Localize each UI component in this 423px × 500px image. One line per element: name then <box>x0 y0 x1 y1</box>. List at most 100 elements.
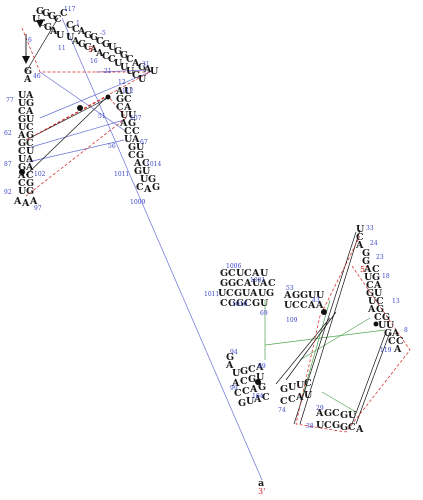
svg-text:G: G <box>26 98 34 109</box>
svg-text:G: G <box>42 8 50 19</box>
svg-text:G: G <box>220 278 228 289</box>
svg-text:G: G <box>36 6 44 17</box>
svg-text:C: C <box>84 42 92 53</box>
svg-text:G: G <box>376 304 384 315</box>
junction-dot <box>77 105 83 111</box>
black-link-line <box>351 331 387 425</box>
position-number: 99 <box>230 385 238 392</box>
svg-text:C: C <box>228 268 236 279</box>
five-prime-label: 5' <box>88 45 95 54</box>
svg-text:G: G <box>18 162 26 173</box>
svg-text:A: A <box>243 278 252 289</box>
svg-text:C: C <box>116 102 124 113</box>
svg-text:A: A <box>391 328 400 339</box>
svg-text:C: C <box>18 146 26 157</box>
svg-text:U: U <box>150 66 159 77</box>
svg-text:A: A <box>355 240 364 251</box>
svg-text:A: A <box>89 44 98 55</box>
svg-text:G: G <box>116 94 124 105</box>
black-link-line <box>355 331 391 425</box>
junction-dot <box>19 169 25 175</box>
svg-text:U: U <box>18 90 27 101</box>
svg-text:U: U <box>138 74 147 85</box>
svg-text:U: U <box>126 66 135 77</box>
svg-text:C: C <box>132 70 140 81</box>
svg-text:A: A <box>315 408 324 419</box>
position-number: 24 <box>370 240 378 247</box>
svg-text:G: G <box>44 22 52 33</box>
svg-text:U: U <box>124 86 133 97</box>
svg-text:C: C <box>26 122 34 133</box>
svg-text:A: A <box>115 86 124 97</box>
position-number: 1011 <box>114 171 129 178</box>
svg-text:G: G <box>148 174 156 185</box>
svg-text:A: A <box>49 26 58 37</box>
svg-text:G: G <box>26 178 34 189</box>
position-number: 16 <box>90 58 98 65</box>
svg-text:U: U <box>18 186 27 197</box>
position-number: 53 <box>286 285 294 292</box>
svg-text:G: G <box>228 278 236 289</box>
svg-text:U: U <box>364 272 373 283</box>
position-number: 11 <box>58 45 66 52</box>
blue-link-line <box>61 17 263 481</box>
green-link-line <box>321 391 357 413</box>
svg-text:G: G <box>102 39 110 50</box>
svg-text:G: G <box>340 410 348 421</box>
svg-text:A: A <box>23 74 32 85</box>
molecule-label: a <box>258 478 264 489</box>
svg-text:C: C <box>234 388 242 399</box>
position-number: 12 <box>118 79 126 86</box>
black-link-line <box>275 317 331 385</box>
green-link-line <box>299 317 371 361</box>
svg-text:G: G <box>90 32 98 43</box>
svg-text:C: C <box>26 138 34 149</box>
svg-text:A: A <box>71 36 80 47</box>
svg-text:C: C <box>126 54 134 65</box>
svg-text:U: U <box>108 42 117 53</box>
position-number: 1009 <box>130 199 145 206</box>
position-number: 1014 <box>146 161 161 168</box>
svg-text:G: G <box>236 298 244 309</box>
position-number: 1016 <box>232 301 247 308</box>
junction-dot <box>105 94 111 100</box>
position-number: 104 <box>252 393 264 400</box>
svg-text:A: A <box>133 158 142 169</box>
svg-text:G: G <box>152 182 160 193</box>
svg-text:G: G <box>78 39 86 50</box>
svg-text:C: C <box>376 296 384 307</box>
position-number: 117 <box>64 6 76 13</box>
blue-link-line <box>27 119 125 149</box>
svg-text:G: G <box>24 66 32 77</box>
blue-link-line <box>39 71 151 119</box>
red-dashed-link <box>295 235 411 433</box>
svg-text:U: U <box>374 288 383 299</box>
position-number: 51 <box>98 113 106 120</box>
svg-text:A: A <box>355 424 364 435</box>
svg-text:U: U <box>378 320 387 331</box>
svg-text:C: C <box>396 336 404 347</box>
svg-text:G: G <box>128 118 136 129</box>
svg-text:G: G <box>366 288 374 299</box>
svg-text:A: A <box>249 384 258 395</box>
svg-text:C: C <box>248 364 256 375</box>
position-number: 43 <box>312 297 320 304</box>
svg-text:C: C <box>324 420 332 431</box>
svg-text:U: U <box>260 268 269 279</box>
position-number: 87 <box>4 161 12 168</box>
svg-text:U: U <box>26 114 35 125</box>
svg-text:U: U <box>232 368 241 379</box>
svg-text:C: C <box>332 408 340 419</box>
svg-text:U: U <box>368 296 377 307</box>
svg-text:C: C <box>304 378 312 389</box>
svg-text:A: A <box>21 198 30 209</box>
position-number: 46 <box>33 73 41 80</box>
position-number: 1006 <box>226 263 241 270</box>
position-number: 56 <box>108 143 116 150</box>
link-lines <box>21 17 263 481</box>
svg-text:G: G <box>18 114 26 125</box>
svg-text:G: G <box>226 352 234 363</box>
svg-text:U: U <box>18 122 27 133</box>
